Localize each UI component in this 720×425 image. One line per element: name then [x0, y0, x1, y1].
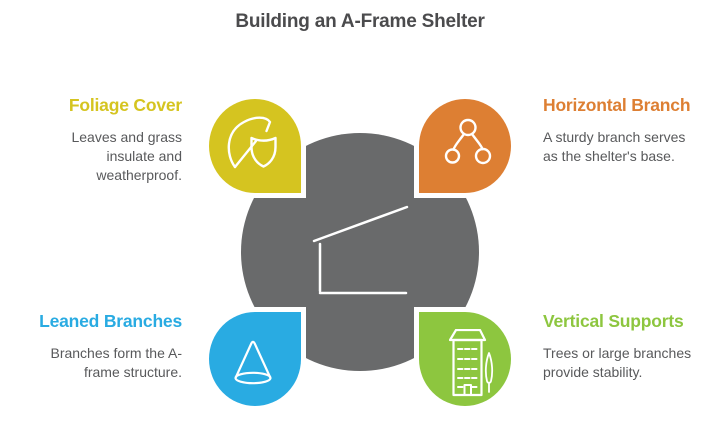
step-description-leaned-branches: Branches form the A- frame structure. [50, 344, 182, 380]
bubble-leaned-branches [209, 312, 301, 406]
bubble-foliage-cover [209, 99, 301, 193]
step-description-horizontal-branch: A sturdy branch serves as the shelter's … [543, 128, 686, 164]
building-tree-icon [449, 329, 494, 397]
step-vertical-supports: Vertical Supports Trees or large branche… [543, 311, 720, 382]
step-heading-leaned-branches: Leaned Branches [39, 311, 182, 331]
step-heading-foliage-cover: Foliage Cover [68, 95, 182, 115]
page-title: Building an A-Frame Shelter [235, 11, 485, 32]
shelter-outline-icon [312, 205, 409, 295]
step-description-vertical-supports: Trees or large branches provide stabilit… [543, 344, 692, 380]
branch-nodes-icon [444, 118, 492, 165]
step-foliage-cover: Foliage Cover Leaves and grass insulate … [0, 95, 182, 185]
leaf-shield-icon [227, 116, 277, 169]
step-leaned-branches: Leaned Branches Branches form the A- fra… [0, 311, 182, 382]
step-heading-horizontal-branch: Horizontal Branch [543, 95, 691, 115]
cone-icon [234, 340, 272, 385]
step-description-foliage-cover: Leaves and grass insulate and weatherpro… [71, 128, 182, 183]
bubble-vertical-supports [419, 312, 511, 406]
step-horizontal-branch: Horizontal Branch A sturdy branch serves… [543, 95, 720, 166]
bubble-horizontal-branch [419, 99, 511, 193]
step-heading-vertical-supports: Vertical Supports [543, 311, 684, 331]
